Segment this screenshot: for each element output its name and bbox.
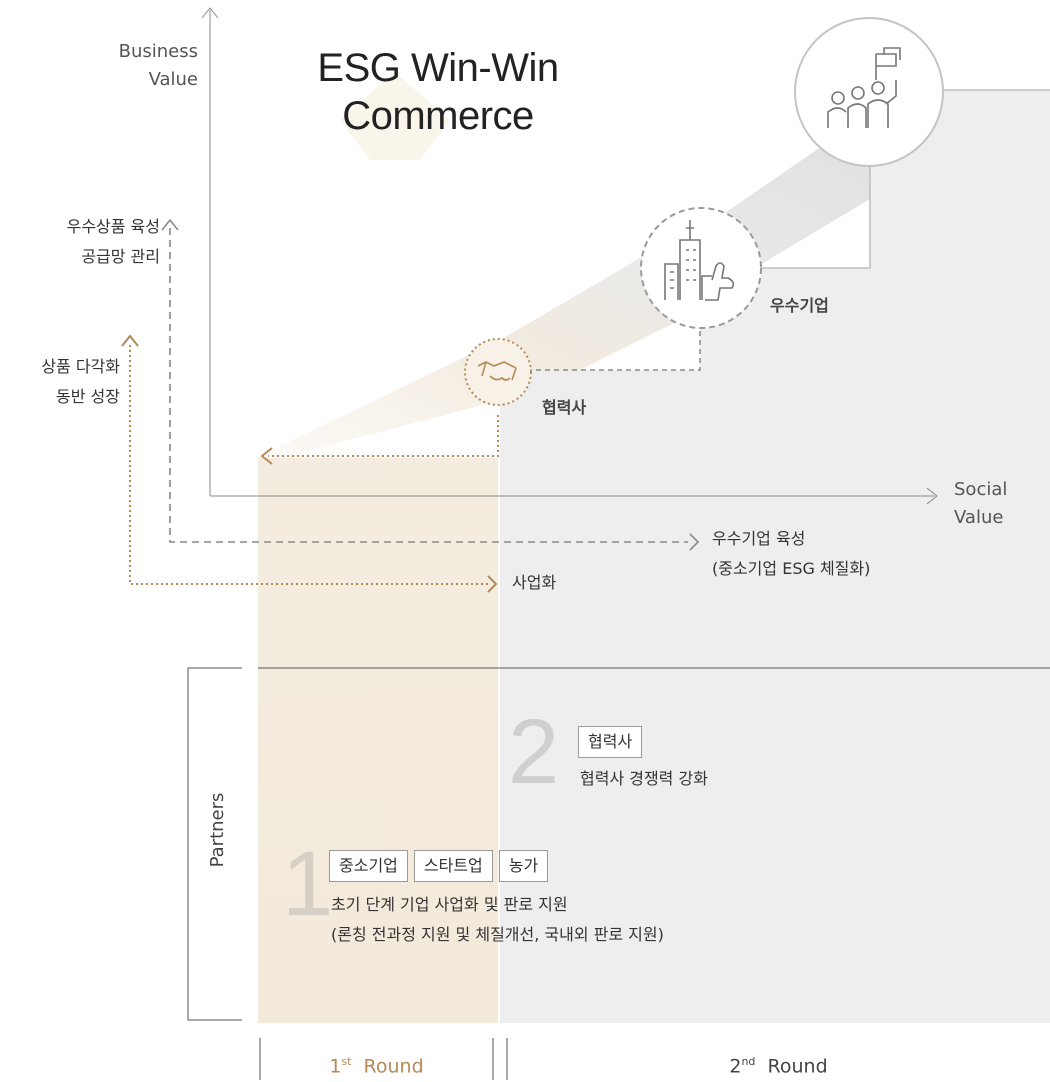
dotted-arrow-label: 사업화 <box>512 573 557 592</box>
stage1-number: 1 <box>282 833 334 935</box>
stage2-tags: 협력사 <box>578 726 648 758</box>
stage1-desc: 초기 단계 기업 사업화 및 판로 지원 (론칭 전과정 지원 및 체질개선, … <box>331 895 664 944</box>
milestone-partner-label: 협력사 <box>542 398 587 417</box>
dashed-path <box>169 228 688 543</box>
milestone-excellent-label: 우수기업 <box>770 296 829 315</box>
title-line2: Commerce <box>342 94 534 138</box>
growth-beam <box>268 120 910 458</box>
stage2-tag: 협력사 <box>578 726 643 758</box>
round-divider-dotted <box>268 415 499 457</box>
stair-block <box>500 90 1050 460</box>
y-axis-label: Business Value <box>118 41 198 90</box>
dashed-arrow-label: 우수기업 육성 (중소기업 ESG 체질화) <box>712 529 871 578</box>
handshake-icon <box>464 338 532 406</box>
stage2-number: 2 <box>508 701 560 803</box>
round2-label: 2nd Round <box>729 1055 828 1078</box>
people-flag-icon <box>794 17 944 167</box>
x-axis-label: Social Value <box>954 479 1008 528</box>
round1-band <box>258 458 498 1023</box>
partners-label: Partners <box>207 792 228 868</box>
left-label-top: 우수상품 육성 공급망 관리 <box>66 217 160 266</box>
stage1-tag-sme: 중소기업 <box>329 850 408 882</box>
left-label-mid: 상품 다각화 동반 성장 <box>41 357 120 406</box>
partners-bracket <box>187 667 242 1021</box>
diagram-title: ESG Win-Win Commerce <box>298 44 578 140</box>
watermark-logo <box>340 72 450 160</box>
round1-label: 1st Round <box>329 1055 424 1078</box>
stage1-tag-farm: 농가 <box>498 850 549 882</box>
title-line1: ESG Win-Win <box>317 46 559 90</box>
stage2-desc: 협력사 경쟁력 강화 <box>580 769 708 788</box>
building-thumbs-up-icon <box>640 207 762 329</box>
stage1-tag-startup: 스타트업 <box>413 850 493 882</box>
